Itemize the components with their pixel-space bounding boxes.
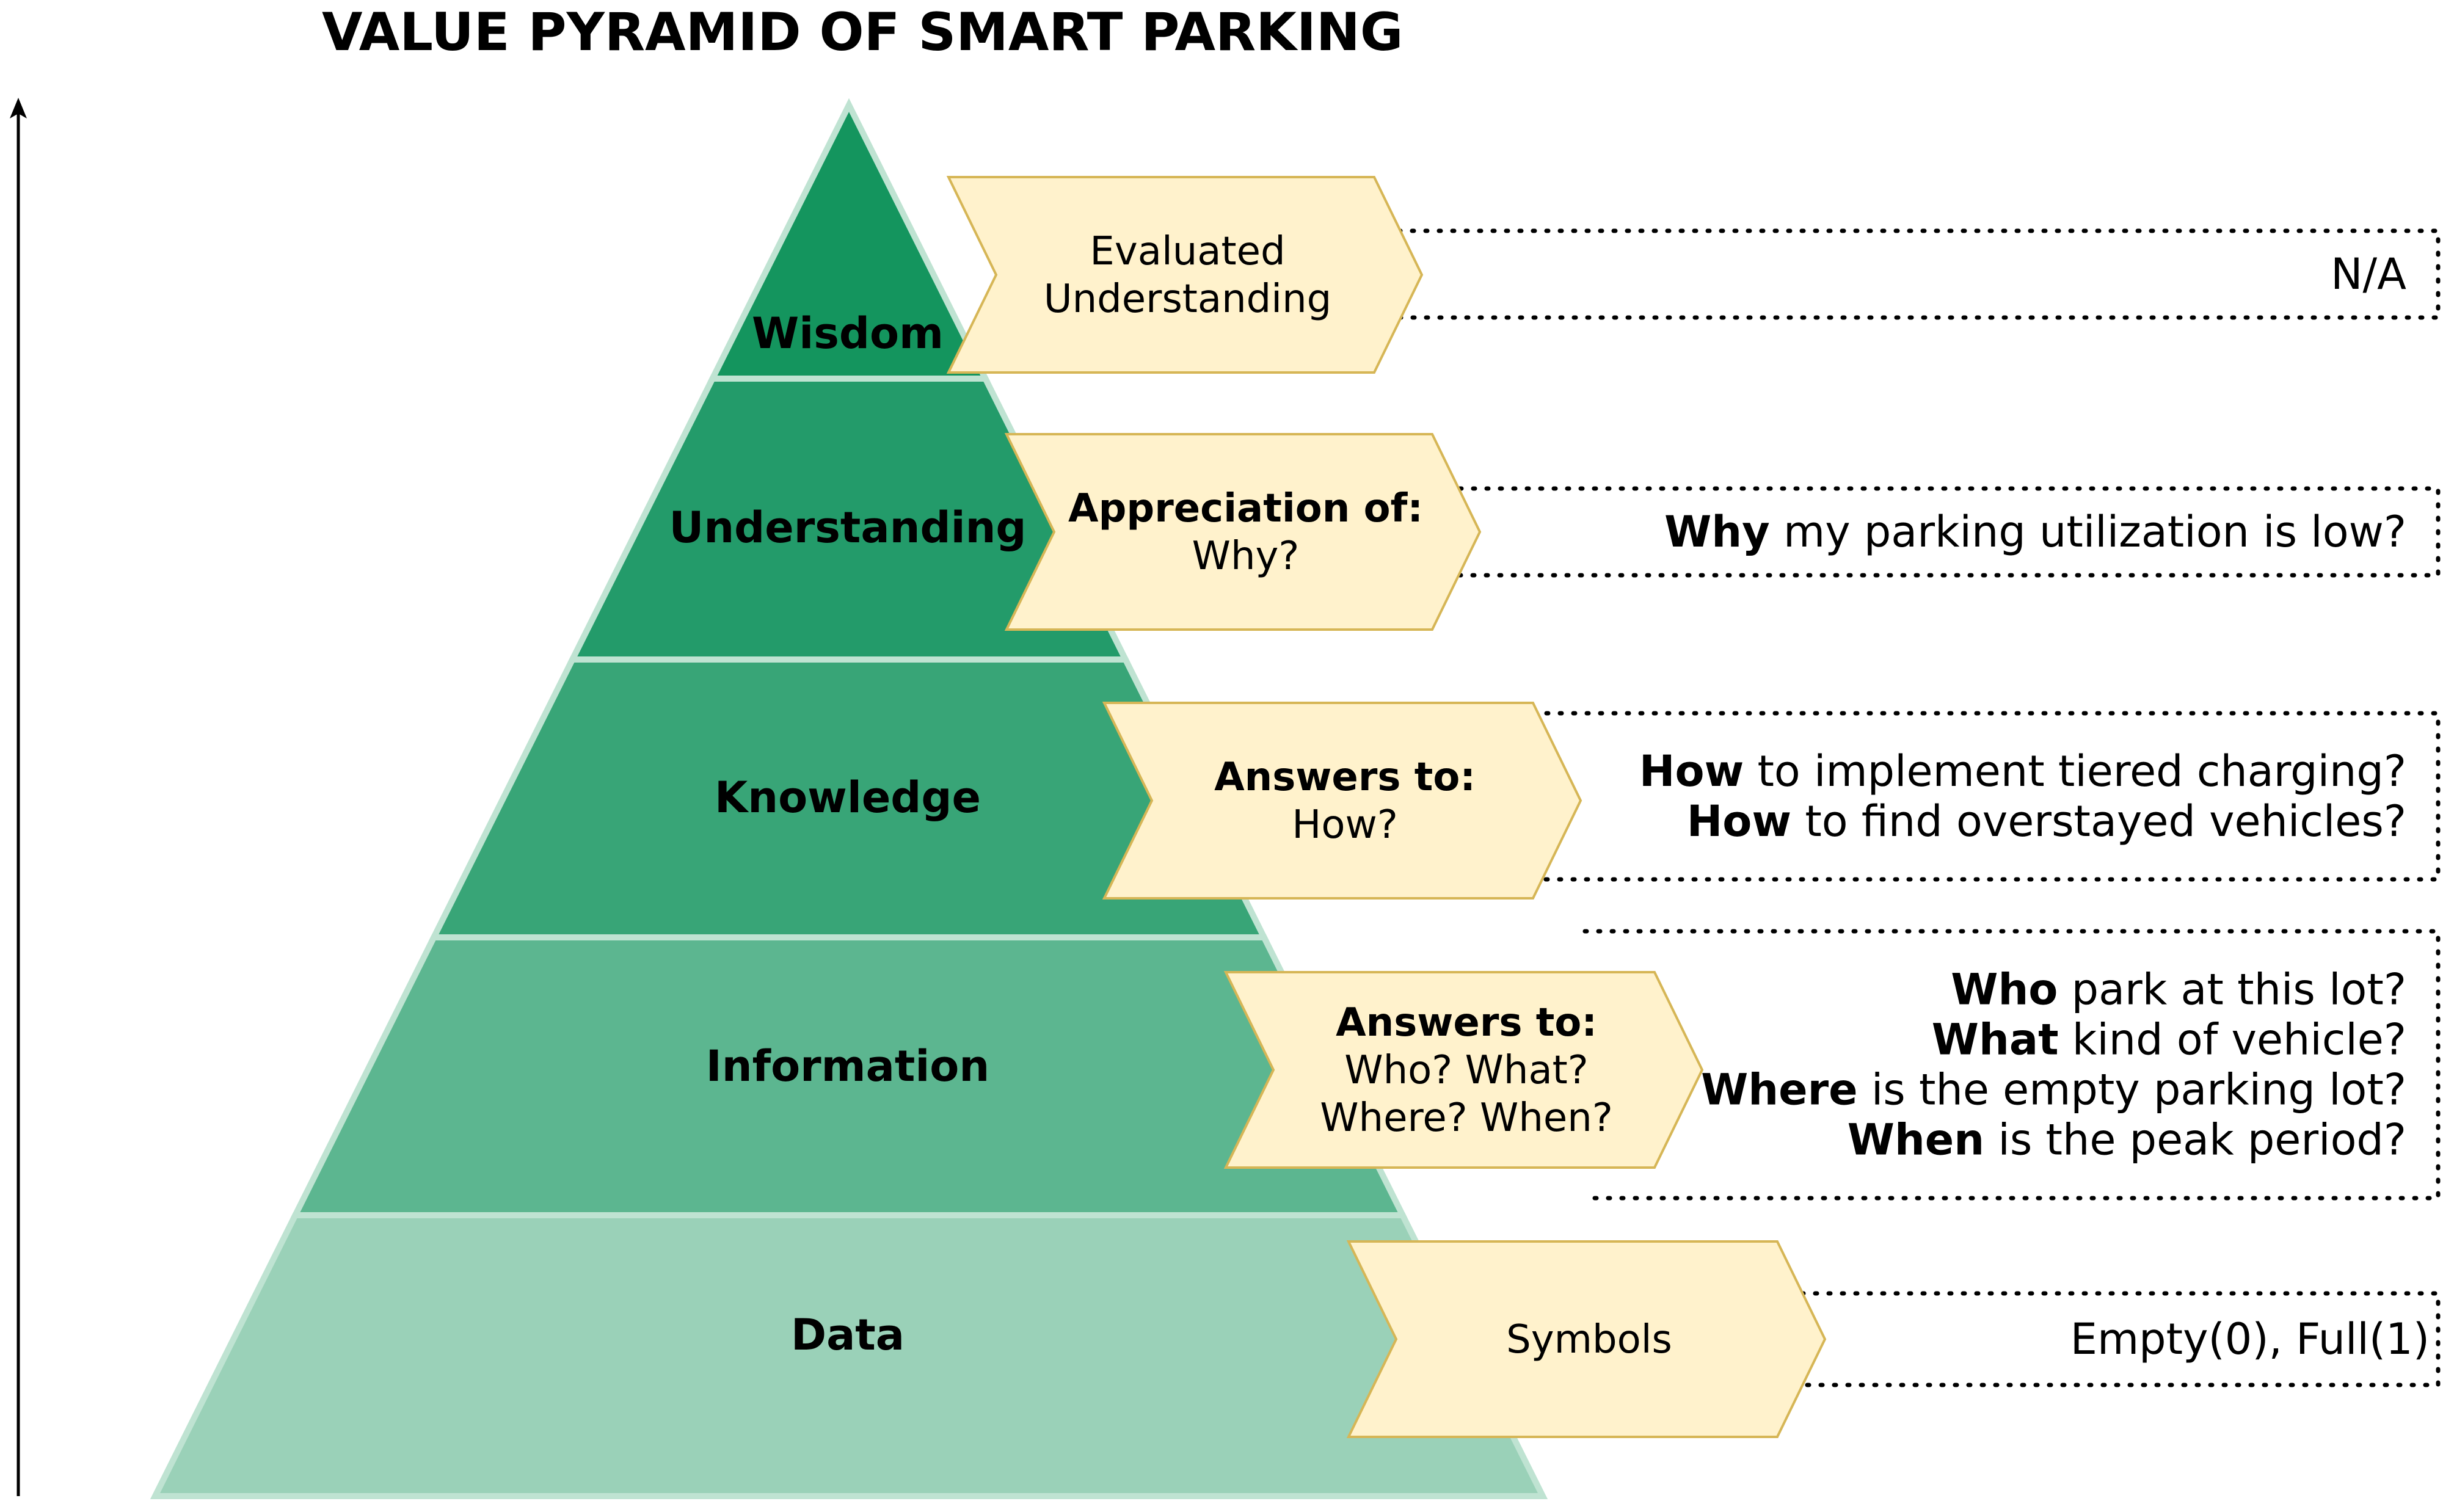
question-keyword: How [1639,746,1744,796]
questions-box-wisdom [1396,228,2441,320]
question-text: is the peak period? [1984,1115,2406,1165]
question-line: Why my parking utilization is low? [1664,507,2406,557]
chevron-data [1346,1240,1827,1438]
chevron-text: Who? What? [1344,1048,1588,1093]
question-keyword: When [1848,1115,1984,1165]
chevron-information [1223,971,1704,1169]
question-text: to implement tiered charging? [1744,746,2406,796]
question-line: Empty(0), Full(1) [2070,1314,2430,1364]
chevron-text: How? [1292,802,1398,848]
question-keyword: What [1932,1015,2059,1065]
question-keyword: How [1687,796,1791,846]
diagram-title: VALUE PYRAMID OF SMART PARKING [322,2,1403,63]
question-text: park at this lot? [2058,965,2406,1015]
questions-box-data [1799,1291,2441,1387]
pyramid-layer-data [150,1212,1548,1499]
question-text: is the empty parking lot? [1858,1065,2406,1115]
layer-label-information: Information [706,1041,990,1091]
question-text: to find overstayed vehicles? [1791,796,2406,846]
question-line: When is the peak period? [1848,1115,2406,1165]
question-text: my parking utilization is low? [1770,507,2406,557]
vertical-axis-arrow [10,98,27,1496]
question-text: N/A [2331,249,2406,299]
chevron-heading: Answers to: [1214,755,1476,800]
chevron-text: Where? When? [1320,1096,1613,1141]
chevron-wisdom [946,176,1424,374]
question-keyword: Who [1951,965,2058,1015]
chevron-text: Why? [1192,534,1300,579]
layer-labels: WisdomUnderstandingKnowledgeInformationD… [669,308,1026,1360]
layer-label-understanding: Understanding [669,503,1026,553]
questions-box-understanding [1457,486,2441,578]
question-line: Who park at this lot? [1951,965,2406,1015]
chevron-heading: Appreciation of: [1068,486,1423,531]
dotted-connectors [1396,228,2441,1387]
question-line: How to find overstayed vehicles? [1687,796,2406,846]
question-text: kind of vehicle? [2059,1015,2406,1065]
layer-label-data: Data [791,1310,905,1360]
question-line: N/A [2331,249,2406,299]
question-keyword: Where [1701,1065,1858,1115]
chevron-text: Evaluated [1090,229,1285,274]
question-line: What kind of vehicle? [1932,1015,2406,1065]
question-line: Where is the empty parking lot? [1701,1065,2406,1115]
questions-panel: N/A Why my parking utilization is low? How… [1639,249,2430,1364]
chevron-text: Symbols [1506,1317,1672,1362]
question-line: How to implement tiered charging? [1639,746,2406,796]
pyramid [150,98,1548,1499]
questions-box-information [1582,929,2441,1201]
question-keyword: Why [1664,507,1770,557]
question-text: Empty(0), Full(1) [2070,1314,2430,1364]
chevron-knowledge [1102,702,1582,900]
chevron-heading: Answers to: [1336,1000,1597,1045]
layer-label-wisdom: Wisdom [752,308,944,358]
chevron-understanding [1004,433,1482,631]
layer-label-knowledge: Knowledge [715,772,981,823]
chevron-text: Understanding [1044,277,1332,322]
